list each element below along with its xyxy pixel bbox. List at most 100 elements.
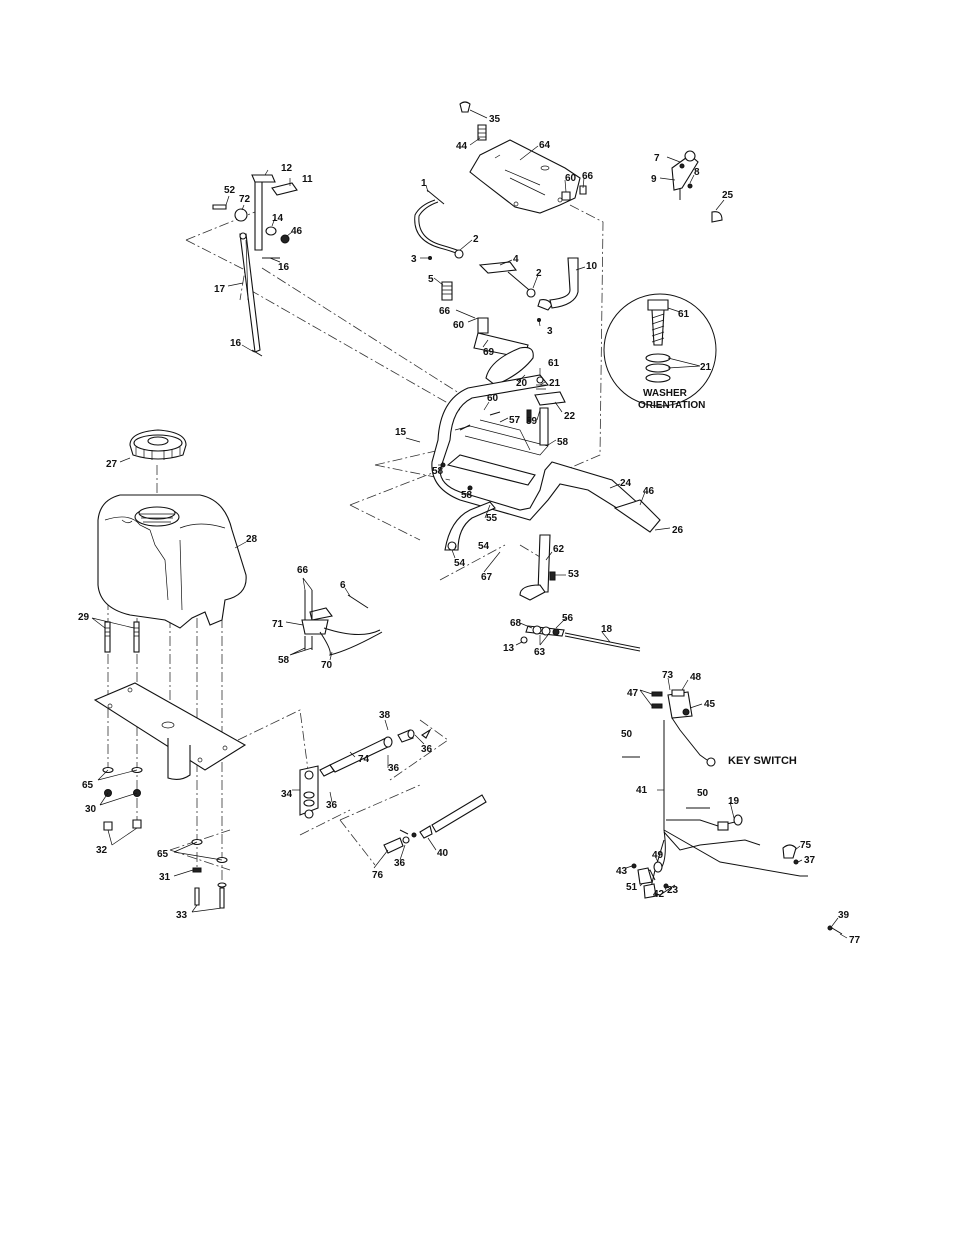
label-56: 56 [562, 613, 574, 624]
label-3b: 3 [547, 326, 553, 337]
label-39: 39 [838, 910, 850, 921]
label-10: 10 [586, 261, 598, 272]
label-28: 28 [246, 534, 258, 545]
washer-detail [603, 293, 717, 407]
part-number-labels: 35 44 64 60 66 1 2 3 4 2 10 5 66 60 3 69… [78, 114, 861, 946]
label-34: 34 [281, 789, 293, 800]
label-70: 70 [321, 660, 333, 671]
label-29: 29 [78, 612, 90, 623]
label-60: 60 [565, 173, 577, 184]
label-42: 42 [653, 889, 665, 900]
label-50b: 50 [697, 788, 709, 799]
label-21: 21 [549, 378, 561, 389]
throttle-cable-18 [519, 534, 641, 652]
label-65: 65 [82, 780, 94, 791]
label-60b: 60 [453, 320, 465, 331]
tank-studs [104, 621, 140, 653]
label-43: 43 [616, 866, 628, 877]
leader-lines [91, 109, 848, 939]
label-27: 27 [106, 459, 118, 470]
label-53: 53 [568, 569, 580, 580]
handle-frame [431, 374, 661, 533]
label-57: 57 [509, 415, 521, 426]
label-30: 30 [85, 804, 97, 815]
label-16b: 16 [230, 338, 242, 349]
label-58c: 58 [461, 490, 473, 501]
washer-label-2: ORIENTATION [638, 400, 705, 411]
label-48: 48 [690, 672, 702, 683]
label-45: 45 [704, 699, 716, 710]
label-11: 11 [302, 174, 313, 185]
label-66b: 66 [439, 306, 451, 317]
label-44: 44 [456, 141, 468, 152]
label-55: 55 [486, 513, 498, 524]
label-62: 62 [553, 544, 565, 555]
washer-label-1: WASHER [643, 388, 688, 399]
label-25: 25 [722, 190, 734, 201]
label-58d: 58 [278, 655, 290, 666]
label-1: 1 [421, 178, 427, 189]
label-15: 15 [395, 427, 407, 438]
choke-assembly [671, 150, 723, 223]
label-8: 8 [694, 167, 700, 178]
label-5: 5 [428, 274, 434, 285]
label-36d: 36 [394, 858, 406, 869]
label-2: 2 [473, 234, 479, 245]
lever-assembly [212, 174, 298, 357]
fuel-tank [97, 494, 247, 629]
label-9: 9 [651, 174, 657, 185]
tank-hardware [102, 766, 228, 909]
label-58b: 58 [432, 466, 444, 477]
cable-assembly-70 [301, 590, 383, 656]
lower-bracket [440, 462, 496, 551]
label-13: 13 [503, 643, 515, 654]
wiring-harness [622, 689, 808, 899]
label-38: 38 [379, 710, 391, 721]
label-67: 67 [481, 572, 493, 583]
label-59: 59 [526, 416, 538, 427]
label-37: 37 [804, 855, 816, 866]
label-12: 12 [281, 163, 293, 174]
label-46: 46 [643, 486, 655, 497]
label-36: 36 [421, 744, 433, 755]
control-panel-top [459, 101, 587, 214]
label-52: 52 [224, 185, 236, 196]
fuel-cap [129, 429, 187, 460]
label-75: 75 [800, 840, 812, 851]
label-26: 26 [672, 525, 684, 536]
label-47: 47 [627, 688, 639, 699]
label-76: 76 [372, 870, 384, 881]
label-41: 41 [636, 785, 648, 796]
label-14: 14 [272, 213, 284, 224]
label-66c: 66 [297, 565, 309, 576]
fuel-line-assembly [299, 728, 487, 854]
label-61: 61 [548, 358, 560, 369]
label-51: 51 [626, 882, 638, 893]
label-24: 24 [620, 478, 632, 489]
label-54: 54 [478, 541, 490, 552]
label-50: 50 [621, 729, 633, 740]
throttle-cable [414, 189, 579, 322]
throttle-linkage [526, 376, 566, 446]
label-72: 72 [239, 194, 251, 205]
label-2b: 2 [536, 268, 542, 279]
label-68: 68 [510, 618, 522, 629]
label-66: 66 [582, 171, 594, 182]
label-20: 20 [516, 378, 528, 389]
label-69: 69 [483, 347, 495, 358]
label-61b: 61 [678, 309, 690, 320]
label-40: 40 [437, 848, 449, 859]
label-33: 33 [176, 910, 188, 921]
label-35: 35 [489, 114, 501, 125]
label-60c: 60 [487, 393, 499, 404]
label-19: 19 [728, 796, 740, 807]
label-23: 23 [667, 885, 679, 896]
label-16: 16 [278, 262, 290, 273]
handle-grip [473, 317, 534, 386]
label-17: 17 [214, 284, 226, 295]
label-77: 77 [849, 935, 861, 946]
label-58: 58 [557, 437, 569, 448]
label-18: 18 [601, 624, 613, 635]
label-36b: 36 [388, 763, 400, 774]
label-4: 4 [513, 254, 519, 265]
